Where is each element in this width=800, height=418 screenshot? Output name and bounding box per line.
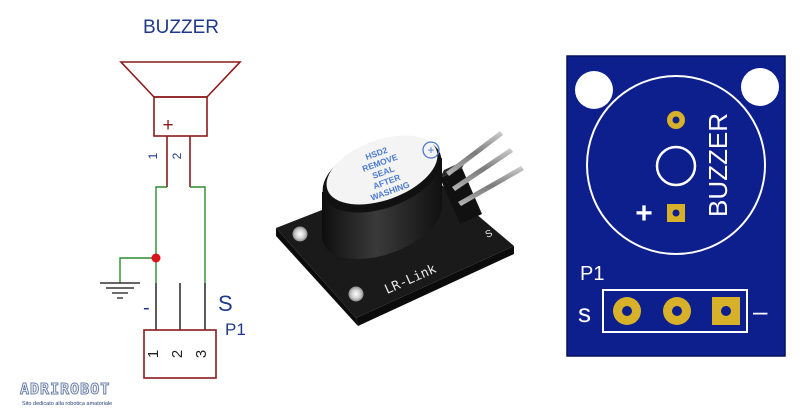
logo-name: ADRIROBOT bbox=[20, 380, 110, 398]
schematic-s-label: S bbox=[218, 291, 233, 316]
module-hole-bottom bbox=[348, 286, 364, 302]
header-pins bbox=[446, 131, 524, 206]
buzzer-plus-sign: + bbox=[162, 115, 173, 136]
buzzer-module-photo: HSD2 REMOVE SEAL AFTER WASHING + LR-Link… bbox=[276, 131, 524, 326]
buzzer-horn-shape bbox=[119, 61, 242, 98]
wire-pin2 bbox=[190, 186, 206, 283]
pcb-component-label: BUZZER bbox=[703, 113, 733, 217]
ground-icon bbox=[100, 282, 140, 299]
connector-pin-2: 2 bbox=[169, 350, 186, 358]
pcb-s-label: s bbox=[578, 298, 591, 328]
board-edge-left bbox=[276, 228, 358, 326]
connector-pin-1: 1 bbox=[145, 350, 162, 358]
buzzer-sticker bbox=[326, 135, 438, 205]
buzzer-pin-label-1: 1 bbox=[146, 152, 160, 159]
pcb-connector-outline bbox=[602, 289, 748, 333]
buzzer-center-ring bbox=[655, 145, 697, 187]
buzzer-footprint-outline bbox=[586, 75, 766, 255]
schematic-title: BUZZER bbox=[143, 17, 219, 38]
board-edge-right bbox=[356, 246, 514, 326]
pcb-mount-hole-right bbox=[741, 68, 779, 106]
connector-box bbox=[143, 329, 217, 379]
buzzer-pin-label-2: 2 bbox=[170, 152, 184, 159]
schematic-connector-name: P1 bbox=[225, 320, 246, 339]
logo-tagline: Sito dedicato alla robotica amatoriale bbox=[22, 401, 112, 407]
sticker-plus-sign: + bbox=[427, 143, 434, 157]
adrirobot-logo: ADRIROBOT Sito dedicato alla robotica am… bbox=[20, 380, 113, 408]
pcb-mount-hole-left bbox=[575, 71, 613, 109]
pcb-connector-name: P1 bbox=[580, 263, 604, 285]
wire-pin1 bbox=[155, 186, 167, 283]
connector-pin-3: 3 bbox=[193, 350, 210, 358]
sticker-plus-circle bbox=[422, 141, 440, 159]
junction-dot bbox=[151, 253, 161, 263]
schematic-minus-label: - bbox=[143, 297, 150, 319]
wire-ground bbox=[119, 257, 156, 283]
buzzer-body-shape bbox=[153, 96, 208, 137]
pcb-plus-sign: + bbox=[635, 197, 653, 230]
module-hole-left bbox=[292, 226, 308, 242]
pin-header-block bbox=[440, 168, 482, 224]
pcb-minus-label: – bbox=[753, 296, 768, 326]
schematic: BUZZER + 1 2 - S P1 1 2 3 bbox=[100, 17, 246, 379]
board-pin-mark: S bbox=[484, 228, 495, 241]
pcb-layout: + BUZZER P1 s – bbox=[566, 55, 786, 357]
